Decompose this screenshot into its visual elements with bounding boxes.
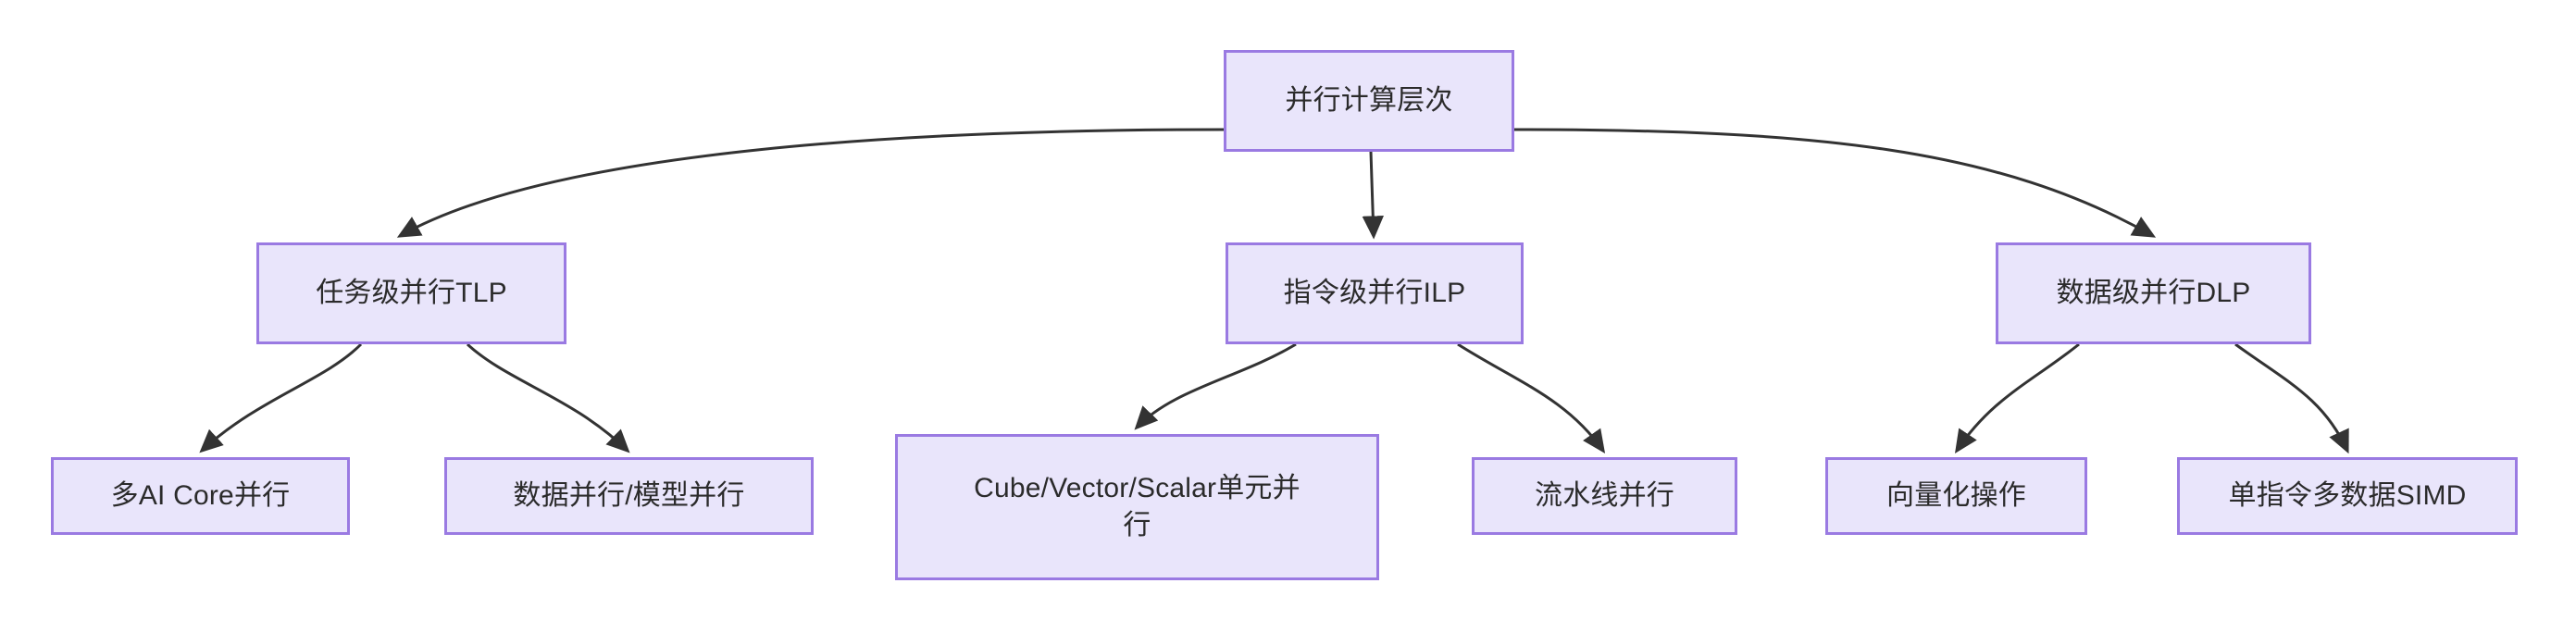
edge-root-to-tlp xyxy=(396,128,1225,238)
node-tlp[interactable]: 任务级并行TLP xyxy=(256,242,566,344)
node-ilp[interactable]: 指令级并行ILP xyxy=(1226,242,1524,344)
edge-ilp-to-pipe xyxy=(1457,342,1606,453)
edge-tlp-to-datamp xyxy=(466,342,630,453)
node-aicore-label: 多AI Core并行 xyxy=(110,479,291,511)
node-cube-label: Cube/Vector/Scalar单元并 行 xyxy=(974,472,1300,541)
edge-root-to-ilp xyxy=(1362,151,1384,240)
edges-group xyxy=(199,128,2349,454)
edge-root-to-dlp xyxy=(1513,128,2157,238)
node-ilp-label: 指令级并行ILP xyxy=(1283,277,1466,308)
node-simd[interactable]: 单指令多数据SIMD xyxy=(2177,457,2518,535)
node-root[interactable]: 并行计算层次 xyxy=(1224,50,1514,152)
node-pipe[interactable]: 流水线并行 xyxy=(1472,457,1737,535)
node-tlp-label: 任务级并行TLP xyxy=(316,277,507,308)
node-simd-label: 单指令多数据SIMD xyxy=(2228,479,2467,511)
node-aicore[interactable]: 多AI Core并行 xyxy=(51,457,350,535)
edge-dlp-to-vector xyxy=(1955,342,2080,453)
node-dlp-label: 数据级并行DLP xyxy=(2056,277,2251,308)
node-dlp[interactable]: 数据级并行DLP xyxy=(1996,242,2311,344)
node-pipe-label: 流水线并行 xyxy=(1535,479,1674,511)
node-cube[interactable]: Cube/Vector/Scalar单元并 行 xyxy=(895,434,1379,580)
node-vector[interactable]: 向量化操作 xyxy=(1825,457,2087,535)
edge-tlp-to-aicore xyxy=(199,342,363,453)
edge-dlp-to-simd xyxy=(2234,342,2349,454)
node-root-label: 并行计算层次 xyxy=(1285,84,1453,116)
node-vector-label: 向量化操作 xyxy=(1886,479,2026,511)
node-datamp[interactable]: 数据并行/模型并行 xyxy=(444,457,814,535)
edge-ilp-to-cube xyxy=(1134,342,1297,430)
node-datamp-label: 数据并行/模型并行 xyxy=(513,479,745,511)
